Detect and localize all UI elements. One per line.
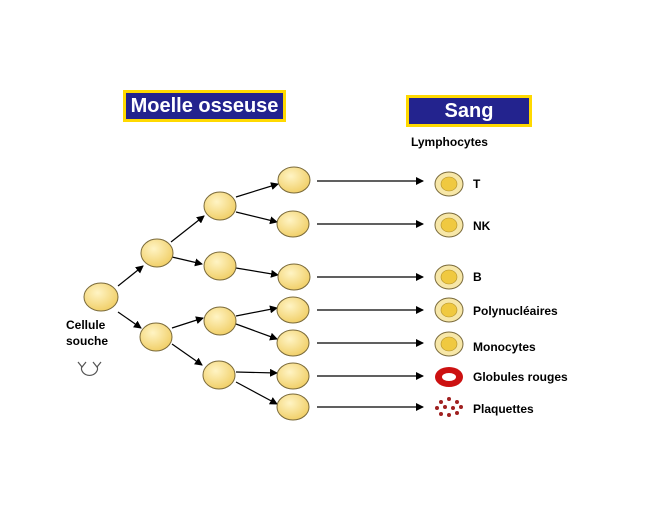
platelets: [435, 397, 463, 417]
red-blood-cell: [435, 367, 463, 387]
progenitor-cell: [139, 322, 173, 352]
output-label-b: B: [473, 270, 482, 284]
progenitor-cell: [203, 251, 237, 281]
output-label-monocytes: Monocytes: [473, 340, 536, 354]
arrows: [117, 177, 424, 411]
output-label-globules-rouges: Globules rouges: [473, 370, 568, 384]
precursor-cell: [277, 263, 311, 291]
output-label-t: T: [473, 177, 481, 191]
progenitor-cell: [203, 191, 237, 221]
arrow: [235, 323, 278, 341]
arrow: [235, 368, 278, 377]
mature-cells: [434, 171, 464, 417]
precursor-cell: [277, 166, 311, 194]
arrow: [235, 182, 279, 198]
nk-cell: [434, 212, 464, 238]
polynuclear-cell: [434, 297, 464, 323]
lymphocytes-label: Lymphocytes: [411, 135, 488, 149]
progenitor-cell: [202, 360, 236, 390]
arrow: [235, 305, 278, 317]
precursor-cell: [276, 393, 310, 421]
arrow: [171, 343, 203, 366]
arrow: [171, 256, 203, 267]
output-label-polynucleaires: Polynucléaires: [473, 304, 558, 318]
progenitor-cell: [140, 238, 174, 268]
arrow: [117, 265, 144, 287]
arrow: [235, 267, 279, 278]
header-moelle-osseuse: Moelle osseuse: [123, 90, 286, 122]
output-label-nk: NK: [473, 219, 491, 233]
arrow: [235, 381, 278, 405]
arrow: [117, 311, 142, 329]
precursor-cell: [276, 362, 310, 390]
precursor-cell: [276, 329, 310, 357]
stem-cell-label-line1: Cellule: [66, 318, 106, 332]
progenitor-cells: [83, 166, 311, 421]
header-sang: Sang: [406, 95, 532, 127]
stem-cell: [83, 282, 119, 312]
precursor-cell: [276, 296, 310, 324]
precursor-cell: [276, 210, 310, 238]
arrow: [235, 211, 278, 225]
arrow: [170, 215, 205, 243]
stem-cell-label-line2: souche: [66, 334, 109, 348]
monocyte-cell: [434, 331, 464, 357]
arrow: [171, 316, 204, 329]
circular-arrow-icon: [77, 361, 102, 377]
progenitor-cell: [203, 306, 237, 336]
output-label-plaquettes: Plaquettes: [473, 402, 534, 416]
t-cell: [434, 171, 464, 197]
b-cell: [434, 264, 464, 290]
